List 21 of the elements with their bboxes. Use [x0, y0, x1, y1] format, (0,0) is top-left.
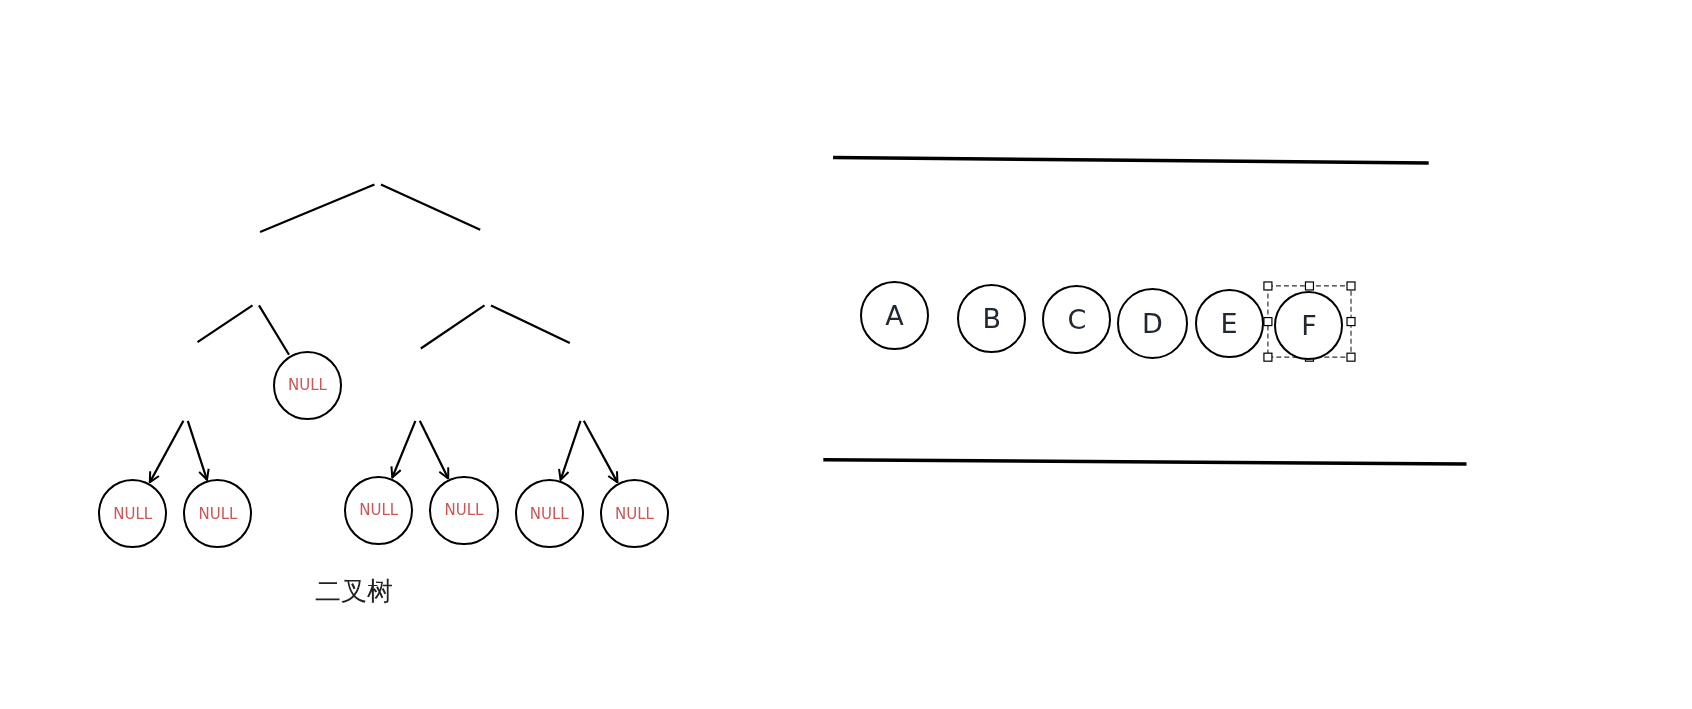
- circle-node: NULL: [344, 475, 414, 545]
- circle-node: F: [1274, 291, 1344, 361]
- circle-node: NULL: [429, 475, 499, 545]
- arrow: [418, 420, 450, 480]
- circle-node: B: [957, 283, 1027, 353]
- circle-node: A: [860, 280, 930, 350]
- circle-node: NULL: [183, 479, 253, 549]
- arrow: [558, 420, 582, 481]
- arrow: [582, 420, 619, 484]
- circle-node: NULL: [273, 350, 343, 420]
- arrow: [390, 420, 417, 479]
- connector-line: [258, 304, 290, 356]
- circle-node: NULL: [599, 479, 669, 549]
- arrow: [148, 420, 185, 484]
- caption: 二叉树: [315, 575, 394, 609]
- circle-node: E: [1194, 289, 1264, 359]
- arrow: [186, 420, 210, 481]
- circle-node: C: [1042, 284, 1112, 354]
- circle-node: NULL: [98, 479, 168, 549]
- circle-node: NULL: [514, 479, 584, 549]
- circle-node: D: [1116, 288, 1189, 360]
